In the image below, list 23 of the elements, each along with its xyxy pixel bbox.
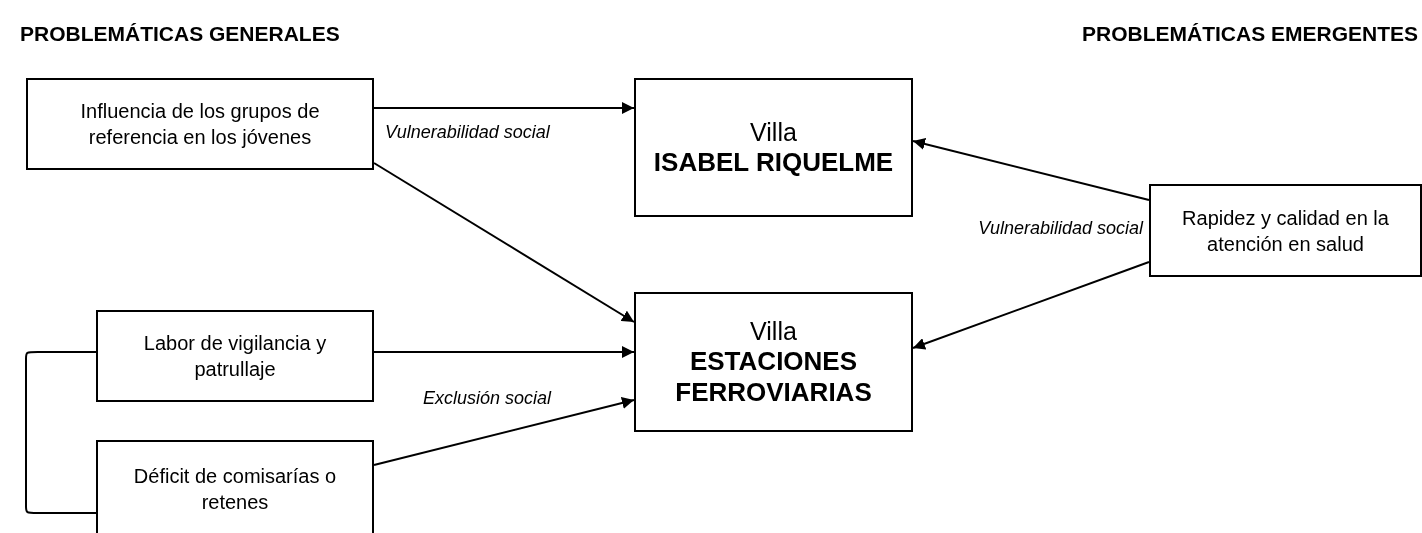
section-heading: PROBLEMÁTICAS EMERGENTES [1081,22,1418,46]
node-text: Influencia de los grupos de referencia en los jóvenes [79,99,321,150]
arrow [373,102,635,114]
arrow [912,261,1150,350]
process-box [26,78,374,170]
section-heading: PROBLEMÁTICAS GENERALES [20,22,340,46]
node-text: Rapidez y calidad en la atención en salud [1181,205,1390,257]
arrow [373,162,635,323]
connector-line [25,351,97,514]
arrow [912,138,1150,201]
node-title: ESTACIONES FERROVIARIAS [674,345,873,409]
node-text: Labor de vigilancia y patrullaje [142,331,328,382]
arrow [373,346,635,358]
arrow [373,397,635,466]
node-text: Déficit de comisarías o retenes [132,463,338,515]
node-text: Villa [750,116,797,147]
place-box [634,292,913,432]
process-box [96,440,374,533]
node-text: Villa [750,315,797,346]
node-title: ISABEL RIQUELME [653,146,894,179]
process-box [96,310,374,402]
place-box [634,78,913,217]
process-box [1149,184,1422,277]
